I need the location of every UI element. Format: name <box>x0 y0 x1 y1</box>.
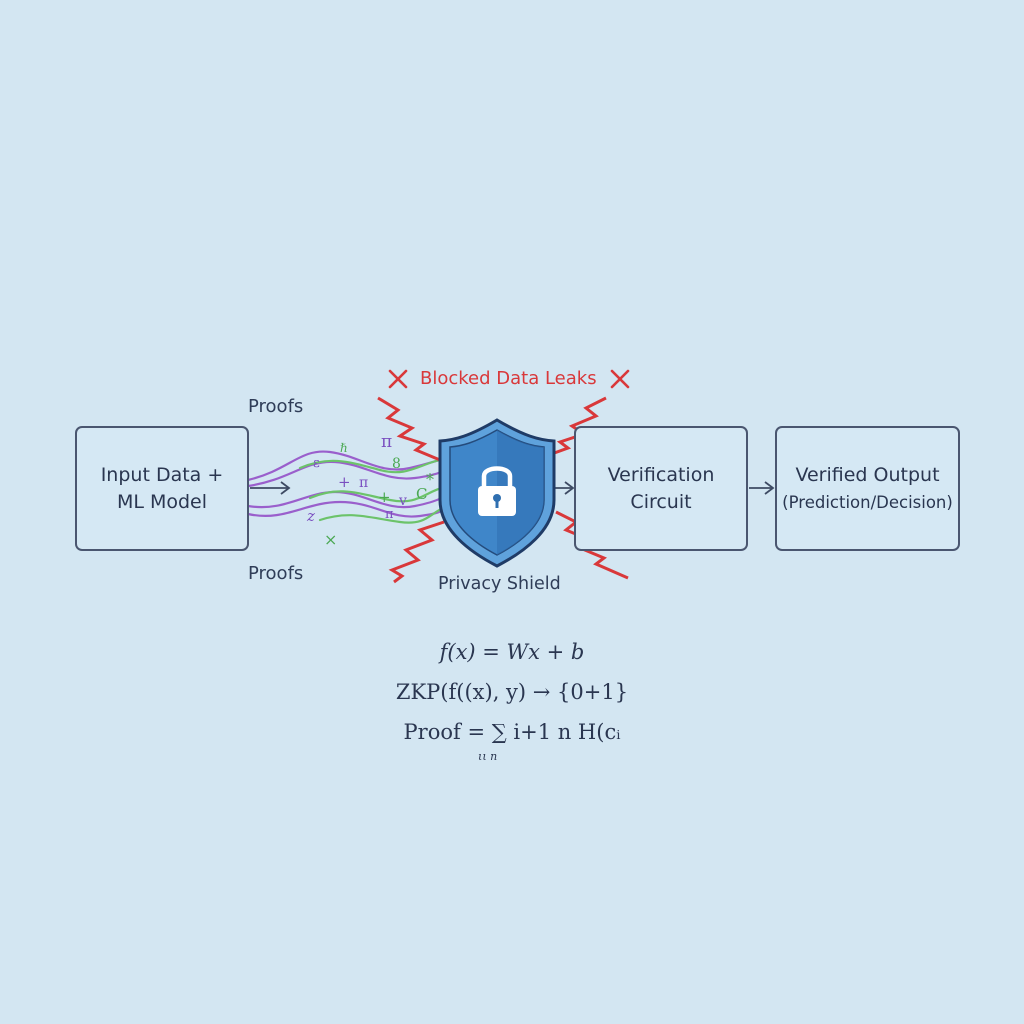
flow-symbol: + <box>378 488 391 506</box>
output-box-line1: Verified Output <box>795 463 940 486</box>
formula-proof-subscript: ιι n <box>478 750 498 763</box>
formula-proof: Proof = ∑ i+1 n H(cᵢ <box>403 720 621 744</box>
flow-symbol: π <box>381 432 393 452</box>
flow-symbol: π <box>359 475 369 491</box>
flow-symbol: * <box>426 470 434 489</box>
output-box-line2: (Prediction/Decision) <box>782 492 953 512</box>
verification-box-line1: Verification <box>607 463 715 486</box>
flow-symbol: ℏ <box>340 441 348 455</box>
flow-symbol: × <box>324 530 338 549</box>
flow-symbol: C <box>416 485 428 503</box>
lightning-icon <box>388 520 445 584</box>
verified-output-box: Verified Output (Prediction/Decision) <box>775 426 960 551</box>
flow-symbol: 8 <box>392 456 401 472</box>
privacy-shield-label: Privacy Shield <box>438 574 561 594</box>
arrow-head-icon <box>764 481 775 495</box>
arrow-head-icon <box>280 481 291 495</box>
purple-stream-4 <box>246 500 452 518</box>
input-data-box: Input Data + ML Model <box>75 426 249 551</box>
proofs-label-bottom: Proofs <box>248 563 304 584</box>
flow-symbol: + <box>338 473 351 491</box>
verification-circuit-box: Verification Circuit <box>574 426 748 551</box>
shield-icon <box>438 418 556 568</box>
flow-symbol: ε <box>313 456 320 471</box>
formula-linear: f(x) = Wx + b <box>439 640 585 664</box>
formula-zkp: ZKP(f((x), y) → {0+1} <box>395 680 629 704</box>
blocked-leaks-label: Blocked Data Leaks <box>420 368 597 389</box>
flow-symbol: π <box>385 507 394 522</box>
proofs-label-top: Proofs <box>248 396 304 417</box>
input-box-line2: ML Model <box>116 490 208 513</box>
verification-box-line2: Circuit <box>630 490 692 513</box>
cross-icon <box>388 369 408 389</box>
flow-symbol: z <box>307 507 315 525</box>
cross-icon <box>610 369 630 389</box>
lock-icon <box>478 466 516 516</box>
input-box-line1: Input Data + <box>100 463 224 486</box>
arrow-head-icon <box>564 481 575 495</box>
flow-symbol: v <box>399 493 407 509</box>
